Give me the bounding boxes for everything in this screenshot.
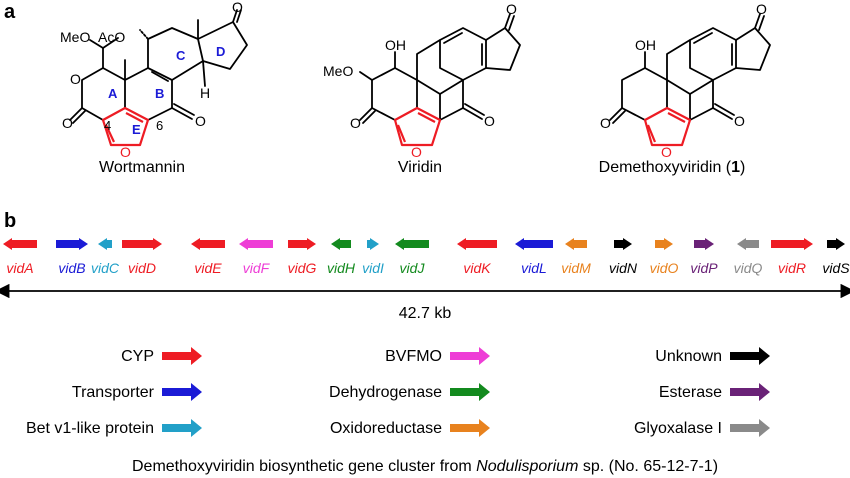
gene-arrow-vidS — [827, 238, 845, 250]
viridin-ketone-right: O — [484, 113, 495, 129]
gene-arrow-vidG — [288, 238, 316, 250]
legend-arrow-unknown — [730, 347, 770, 365]
gene-arrow-vidO — [655, 238, 673, 250]
gene-label-vidN: vidN — [609, 260, 638, 276]
gene-arrow-vidE — [191, 238, 225, 250]
wortmannin-name: Wortmannin — [99, 159, 185, 176]
legend-arrow-bet-v1-like-protein — [162, 419, 202, 437]
gene-track: vidA vidB vidC vidD vidE vidF vidG vidH vidI vidJ… — [3, 238, 850, 276]
gene-label-vidC: vidC — [91, 260, 120, 276]
gene-arrow-vidH — [331, 238, 351, 250]
legend-arrow-oxidoreductase — [450, 419, 490, 437]
gene-label-vidM: vidM — [561, 260, 591, 276]
gene-label-vidJ: vidJ — [400, 260, 426, 276]
viridin-meo: MeO — [323, 63, 353, 79]
legend-label-esterase: Esterase — [659, 384, 722, 401]
wortmannin-h: H — [200, 85, 210, 101]
legend-arrow-glyoxalase-i — [730, 419, 770, 437]
gene-arrow-vidD — [122, 238, 162, 250]
panel-a-label: a — [4, 1, 16, 23]
demethoxyviridin-furan-o: O — [661, 144, 672, 160]
gene-label-vidQ: vidQ — [734, 260, 763, 276]
gene-arrow-vidF — [239, 238, 273, 250]
viridin-oh: OH — [385, 37, 406, 53]
gene-label-vidR: vidR — [778, 260, 806, 276]
legend-arrow-bvfmo — [450, 347, 490, 365]
legend-label-glyoxalase-i: Glyoxalase I — [634, 420, 722, 437]
viridin-ketone-top: O — [506, 1, 517, 17]
viridin-furan — [393, 106, 442, 147]
gene-arrow-vidN — [614, 238, 632, 250]
viridin-furan-o: O — [411, 144, 422, 160]
wortmannin-ring-a: A — [108, 86, 118, 101]
legend-label-bvfmo: BVFMO — [385, 348, 442, 365]
wortmannin-ring-b: B — [155, 86, 164, 101]
gene-arrow-vidL — [515, 238, 553, 250]
legend-arrow-cyp — [162, 347, 202, 365]
wortmannin-carbonyl-o: O — [62, 115, 73, 131]
gene-label-vidK: vidK — [463, 260, 491, 276]
gene-arrow-vidP — [694, 238, 714, 250]
demethoxyviridin-ketone-top: O — [756, 1, 767, 17]
wortmannin-ring-d: D — [216, 44, 225, 59]
legend-arrow-transporter — [162, 383, 202, 401]
gene-label-vidF: vidF — [243, 260, 271, 276]
viridin-name: Viridin — [398, 159, 442, 176]
viridin-structure — [359, 13, 521, 124]
legend-label-cyp: CYP — [121, 348, 154, 365]
wortmannin-lactone-o: O — [70, 71, 81, 87]
viridin-ketone-left: O — [350, 115, 361, 131]
gene-arrow-vidC — [98, 238, 112, 250]
legend-label-unknown: Unknown — [655, 348, 722, 365]
legend-arrow-dehydrogenase — [450, 383, 490, 401]
wortmannin-furan-o: O — [120, 144, 131, 160]
gene-arrow-vidK — [457, 238, 497, 250]
wortmannin-furan — [101, 106, 150, 147]
gene-arrow-vidR — [771, 238, 813, 250]
demethoxyviridin-ketone-left: O — [600, 115, 611, 131]
gene-arrow-vidA — [3, 238, 37, 250]
wortmannin-aco: AcO — [98, 29, 125, 45]
gene-label-vidD: vidD — [128, 260, 156, 276]
wortmannin-atom-6: 6 — [156, 118, 163, 133]
gene-label-vidP: vidP — [690, 260, 718, 276]
gene-label-vidO: vidO — [650, 260, 679, 276]
gene-label-vidS: vidS — [822, 260, 850, 276]
gene-label-vidB: vidB — [58, 260, 85, 276]
gene-arrow-vidI — [367, 238, 379, 250]
scale-label: 42.7 kb — [399, 305, 452, 322]
gene-label-vidL: vidL — [521, 260, 547, 276]
gene-arrow-vidB — [56, 238, 88, 250]
legend-label-oxidoreductase: Oxidoreductase — [330, 420, 442, 437]
legend-label-transporter: Transporter — [72, 384, 155, 401]
gene-label-vidG: vidG — [288, 260, 317, 276]
demethoxyviridin-name: Demethoxyviridin (1) — [599, 159, 746, 176]
demethoxyviridin-ketone-right: O — [734, 113, 745, 129]
caption: Demethoxyviridin biosynthetic gene clust… — [132, 458, 718, 475]
gene-label-vidI: vidI — [362, 260, 384, 276]
wortmannin-atom-4: 4 — [104, 118, 111, 133]
gene-arrow-vidJ — [395, 238, 429, 250]
demethoxyviridin-structure — [609, 13, 771, 124]
legend-arrow-esterase — [730, 383, 770, 401]
wortmannin-ketone-b: O — [195, 113, 206, 129]
demethoxyviridin-oh: OH — [635, 37, 656, 53]
gene-label-vidA: vidA — [6, 260, 33, 276]
wortmannin-structure — [69, 9, 248, 124]
wortmannin-ketone-d: O — [232, 0, 243, 15]
wortmannin-ring-c: C — [176, 48, 186, 63]
legend-label-dehydrogenase: Dehydrogenase — [329, 384, 442, 401]
gene-arrow-vidQ — [737, 238, 759, 250]
gene-arrow-vidM — [565, 238, 587, 250]
wortmannin-meo: MeO — [60, 29, 90, 45]
wortmannin-ring-e: E — [132, 122, 141, 137]
panel-b-label: b — [4, 210, 16, 232]
gene-label-vidH: vidH — [327, 260, 356, 276]
gene-label-vidE: vidE — [194, 260, 222, 276]
legend-label-bet-v1-like-protein: Bet v1-like protein — [26, 420, 154, 437]
demethoxyviridin-furan — [643, 106, 692, 147]
